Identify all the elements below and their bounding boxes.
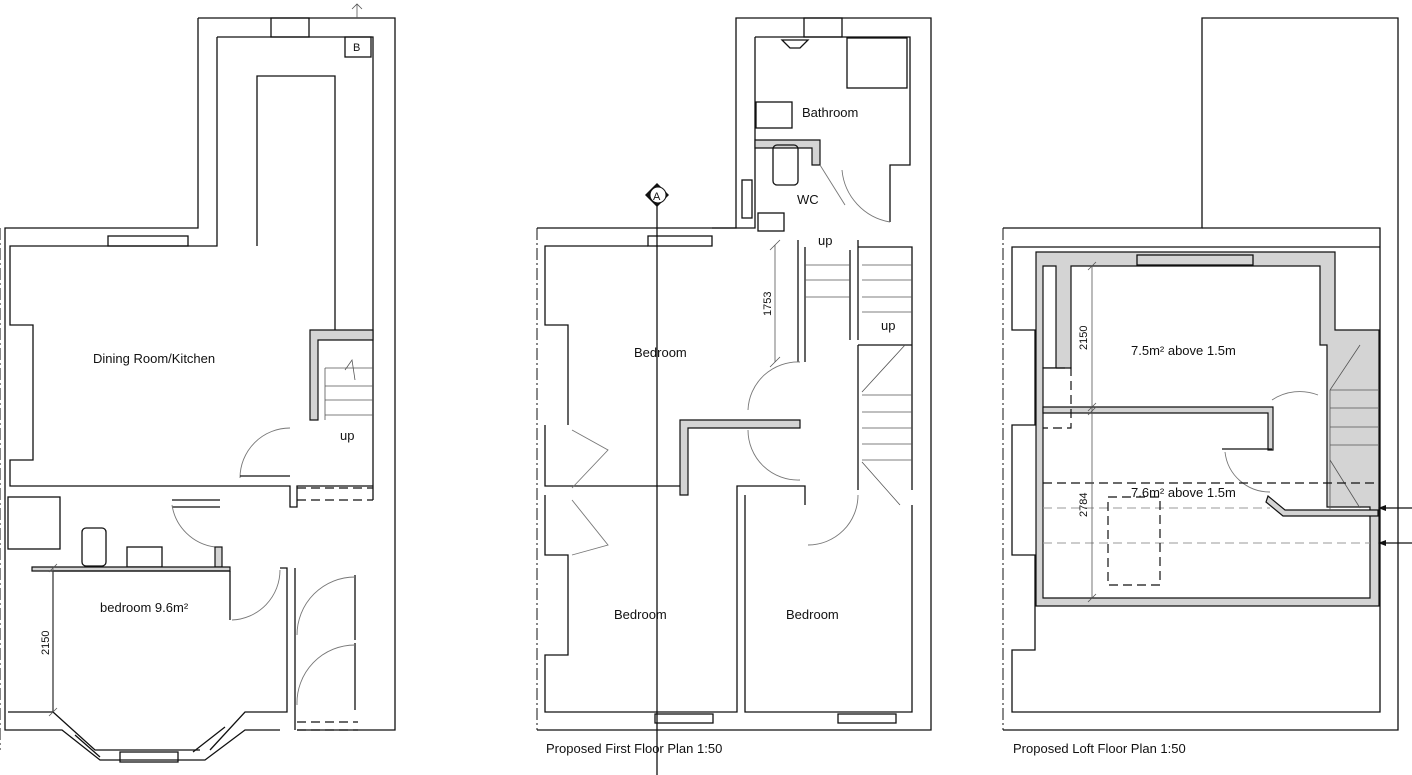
landing-wall	[679, 419, 801, 496]
first-floor-plan: Bathroom WC A up up 1753 Bedroom Bedroom…	[536, 17, 932, 775]
bathroom-label: Bathroom	[802, 105, 858, 120]
first-dimension-label: 1753	[762, 292, 774, 316]
bath-basin	[780, 39, 810, 49]
section-marker-label: A	[653, 191, 661, 203]
bay-window-sides	[74, 726, 226, 758]
loft-inner-outline	[1011, 227, 1381, 713]
wc-door-swing	[819, 164, 891, 223]
loft-stair-treads	[1329, 344, 1378, 510]
rooflight-outline	[1107, 496, 1161, 586]
wc-label: WC	[797, 192, 819, 207]
landing-door-swings	[747, 361, 859, 546]
loft-floor-caption: Proposed Loft Floor Plan 1:50	[1013, 741, 1186, 756]
first-stair-up-label-2: up	[881, 318, 895, 333]
first-window-side	[647, 235, 713, 247]
ground-window-kitchen	[107, 235, 189, 247]
boiler-tag: B	[353, 42, 360, 54]
ground-hall-dashes	[297, 487, 373, 501]
loft-eaves-dashes	[1043, 367, 1378, 484]
first-window-rear	[803, 17, 843, 38]
ground-stair-treads	[324, 358, 373, 420]
loft-dimension-upper: 2150	[1078, 326, 1090, 350]
ground-window-rear	[270, 17, 310, 38]
boiler-box	[344, 36, 372, 58]
bath-tub	[846, 37, 908, 89]
bath-door-swing	[171, 504, 216, 548]
loft-door-swings	[1224, 391, 1319, 493]
bedroom-door-swings	[571, 429, 609, 556]
ground-outer-wall	[4, 17, 396, 761]
ground-dimension-line	[48, 563, 58, 717]
wc-basin	[757, 212, 785, 232]
washbasin	[126, 546, 163, 568]
arrowhead-icons	[1378, 505, 1386, 546]
bath-toilet	[755, 101, 793, 129]
first-inner-walls	[544, 36, 913, 713]
loft-headroom-lines	[1043, 507, 1370, 544]
porch-dashes	[297, 721, 358, 731]
bedroom-label: bedroom 9.6m²	[100, 600, 189, 615]
first-window-front-2	[837, 713, 897, 724]
first-outer-wall	[537, 17, 932, 731]
wc-partition	[754, 139, 821, 166]
ground-floor-plan: B Dining Room/Kitchen up bedroom 9.6m² 2…	[0, 3, 396, 763]
loft-area-lower-label: 7.6m² above 1.5m	[1131, 485, 1236, 500]
loft-stair-wall	[1265, 494, 1379, 517]
bath-door-head	[172, 499, 220, 508]
ground-door-swing	[239, 427, 291, 479]
loft-partition	[1042, 406, 1274, 451]
north-arrow-icon	[351, 3, 363, 18]
bedroom-rear-right-label: Bedroom	[786, 607, 839, 622]
first-stair-up-label-1: up	[818, 233, 832, 248]
ground-stair-wall	[309, 329, 374, 421]
section-marker-circle	[649, 186, 667, 204]
porch-walls	[294, 568, 356, 730]
loft-window	[1136, 254, 1254, 266]
wc-window	[741, 179, 753, 219]
loft-dimension-line	[1087, 261, 1097, 603]
ground-dimension-label: 2150	[40, 631, 52, 655]
shower-tray	[7, 496, 61, 550]
loft-dimension-lower: 2784	[1078, 493, 1090, 517]
loft-section-arrows	[1382, 507, 1412, 544]
toilet	[81, 527, 107, 567]
bedroom-front-label: Bedroom	[634, 345, 687, 360]
first-floor-caption: Proposed First Floor Plan 1:50	[546, 741, 722, 756]
wc-toilet	[772, 144, 799, 186]
bath-wall-stub	[214, 546, 223, 568]
loft-area-upper-label: 7.5m² above 1.5m	[1131, 343, 1236, 358]
loft-floor-plan: 2150 2784 7.5m² above 1.5m 7.6m² above 1…	[1002, 17, 1412, 756]
bedroom-rear-left-label: Bedroom	[614, 607, 667, 622]
ground-stair-up-label: up	[340, 428, 354, 443]
first-window-front-1	[654, 713, 714, 724]
dining-kitchen-label: Dining Room/Kitchen	[93, 351, 215, 366]
first-stair-treads	[805, 264, 912, 506]
porch-door-swings	[296, 576, 356, 706]
bedroom-door-swing	[231, 569, 281, 621]
first-dimension-line	[769, 239, 781, 368]
loft-outer-wall	[1003, 17, 1399, 731]
first-stair-walls	[797, 240, 912, 490]
bay-window-front	[119, 751, 179, 763]
ground-inner-wall	[9, 36, 374, 508]
bedroom-walls	[8, 567, 288, 751]
